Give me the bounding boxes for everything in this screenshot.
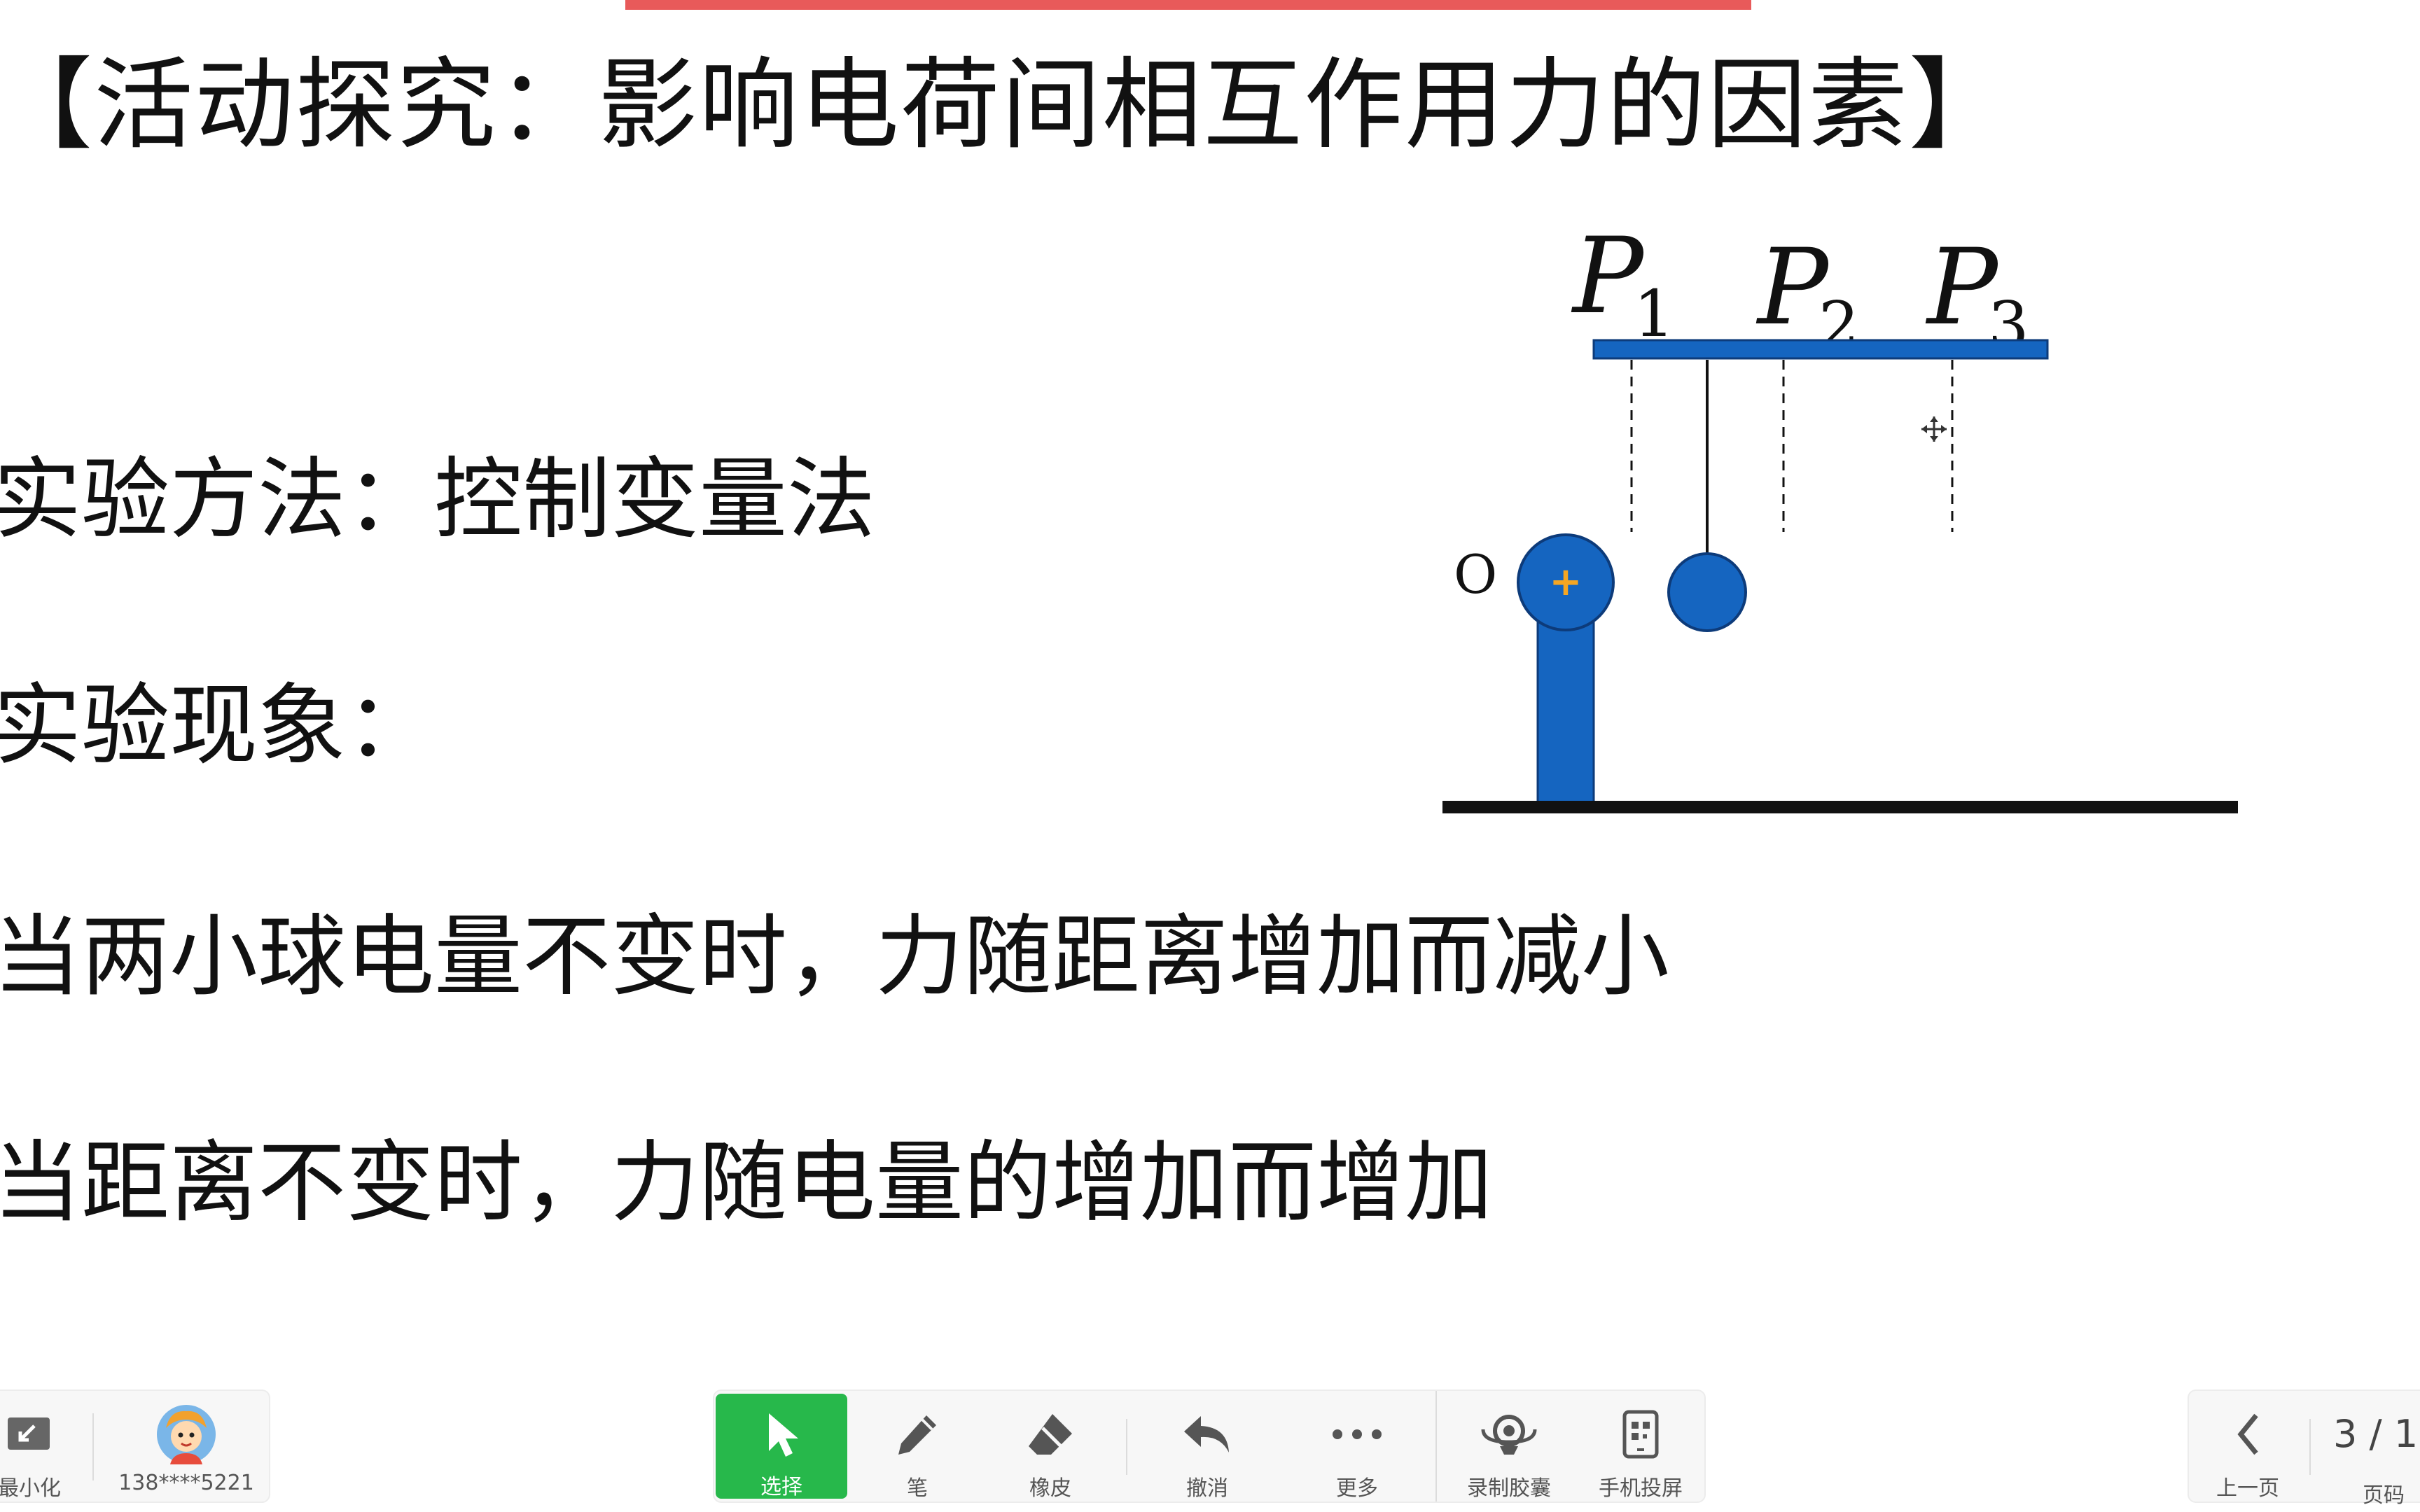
page-label: 页码 — [2363, 1483, 2405, 1508]
phone-icon — [1622, 1408, 1660, 1461]
toolbar-divider — [1435, 1391, 1437, 1502]
diagram-drawing: + — [1442, 339, 2238, 813]
pen-tool-button[interactable]: 笔 — [854, 1391, 980, 1502]
eraser-tool-button[interactable]: 橡皮 — [987, 1391, 1113, 1502]
label-o: O — [1454, 543, 1498, 606]
label-p1: P1 — [1573, 216, 1675, 351]
observation-2-text: 当距离不变时，力随电量的增加而增加 — [0, 1131, 1493, 1234]
chevron-left-icon — [2234, 1408, 2262, 1461]
undo-label: 撤消 — [1186, 1476, 1228, 1501]
experiment-phenomenon-text: 实验现象： — [0, 674, 434, 777]
page-indicator: 3 / 1 — [2333, 1412, 2419, 1456]
pen-icon — [893, 1408, 942, 1461]
cursor-icon — [760, 1410, 802, 1460]
move-cursor-icon — [1921, 416, 1947, 442]
record-capsule-button[interactable]: 录制胶囊 — [1442, 1391, 1576, 1502]
avatar — [156, 1405, 216, 1464]
user-profile-button[interactable]: 138****5221 — [105, 1391, 267, 1502]
hanging-ball — [1667, 552, 1747, 632]
label-p3: P3 — [1927, 227, 2029, 363]
user-name: 138****5221 — [118, 1471, 254, 1495]
suspension-bar — [1592, 339, 2049, 360]
select-tool-button[interactable]: 选择 — [716, 1394, 847, 1499]
eraser-icon — [1024, 1408, 1076, 1461]
toolbar-divider — [2309, 1419, 2311, 1475]
minimize-label: 最小化 — [0, 1476, 61, 1501]
prev-page-label: 上一页 — [2216, 1476, 2279, 1501]
record-icon — [1480, 1408, 1538, 1461]
toolbar-divider — [1126, 1419, 1127, 1475]
progress-fill — [625, 0, 1751, 10]
progress-bar — [625, 0, 1751, 10]
observation-1-text: 当两小球电量不变时，力随距离增加而减小 — [0, 905, 1669, 1008]
pen-label: 笔 — [907, 1476, 928, 1501]
more-icon — [1329, 1408, 1385, 1461]
more-button[interactable]: 更多 — [1287, 1391, 1427, 1502]
undo-icon — [1181, 1408, 1233, 1461]
slide-title: 【活动探究：影响电荷间相互作用力的因素】 — [0, 48, 2010, 163]
experiment-method-text: 实验方法：控制变量法 — [0, 448, 875, 551]
toolbar-right: 上一页 3 / 1 页码 — [2188, 1390, 2420, 1508]
minimize-icon — [5, 1408, 54, 1461]
charged-sphere — [1517, 533, 1615, 631]
insulating-stand — [1536, 601, 1595, 808]
prev-page-button[interactable]: 上一页 — [2192, 1391, 2304, 1502]
minimize-button[interactable]: 最小化 — [0, 1391, 71, 1502]
record-label: 录制胶囊 — [1467, 1476, 1551, 1501]
more-label: 更多 — [1336, 1476, 1378, 1501]
toolbar-main: 选择 笔 橡皮 — [713, 1390, 1706, 1503]
toolbar-left: 最小化 138****5221 — [0, 1390, 270, 1503]
page-number-button[interactable]: 3 / 1 页码 — [2316, 1391, 2420, 1508]
select-label: 选择 — [760, 1475, 802, 1499]
toolbar-divider — [92, 1413, 94, 1480]
phone-cast-label: 手机投屏 — [1599, 1476, 1683, 1501]
coulomb-experiment-diagram: P1 P2 P3 O + — [1428, 210, 2255, 826]
phone-cast-button[interactable]: 手机投屏 — [1577, 1391, 1704, 1502]
eraser-label: 橡皮 — [1029, 1476, 1071, 1501]
plus-sign: + — [1550, 559, 1583, 605]
undo-button[interactable]: 撤消 — [1139, 1391, 1276, 1502]
ground-line — [1442, 801, 2238, 813]
